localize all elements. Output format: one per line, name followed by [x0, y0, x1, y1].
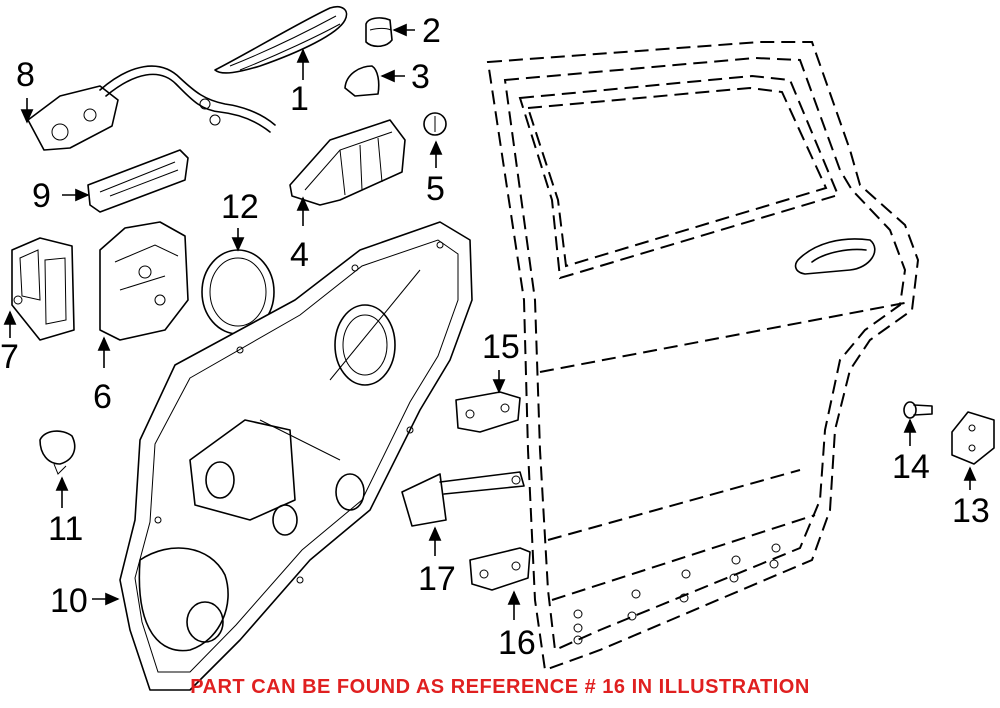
part-2-handle-cap — [365, 17, 393, 48]
callout-2: 2 — [422, 12, 441, 50]
door-bolt-holes — [573, 543, 781, 645]
callout-12: 12 — [221, 188, 259, 226]
part-16-lower-hinge — [469, 547, 531, 591]
part-9-bracket — [87, 149, 189, 213]
part-3-cover — [344, 65, 380, 97]
part-10-door-module-carrier — [119, 221, 473, 691]
callout-6: 6 — [93, 378, 112, 416]
callout-17: 17 — [418, 560, 456, 598]
part-17-door-check — [401, 471, 525, 527]
part-1-outside-handle — [214, 5, 348, 74]
callout-8: 8 — [16, 56, 35, 94]
callout-13: 13 — [952, 492, 990, 530]
leader-lines — [3, 23, 977, 620]
part-8-latch-cable — [27, 65, 276, 151]
part-13-striker — [951, 411, 995, 465]
callout-9: 9 — [32, 177, 51, 215]
door-shell-outline — [486, 41, 920, 672]
part-7-latch-module — [11, 237, 75, 341]
callout-4: 4 — [290, 236, 309, 274]
callout-16: 16 — [498, 624, 536, 662]
part-6-door-latch — [99, 221, 189, 341]
callout-11: 11 — [48, 510, 83, 548]
part-14-bolt — [903, 401, 933, 419]
reference-caption: PART CAN BE FOUND AS REFERENCE # 16 IN I… — [190, 676, 810, 698]
callout-7: 7 — [0, 338, 19, 376]
callout-10: 10 — [50, 582, 88, 620]
part-5-plug — [423, 112, 447, 136]
callout-14: 14 — [892, 448, 930, 486]
part-15-upper-hinge — [455, 391, 521, 433]
part-11-clip — [39, 430, 76, 475]
callout-1: 1 — [290, 80, 309, 118]
callout-5: 5 — [426, 170, 445, 208]
callout-15: 15 — [482, 328, 520, 366]
callout-3: 3 — [411, 58, 430, 96]
part-4-handle-bracket — [289, 119, 406, 206]
